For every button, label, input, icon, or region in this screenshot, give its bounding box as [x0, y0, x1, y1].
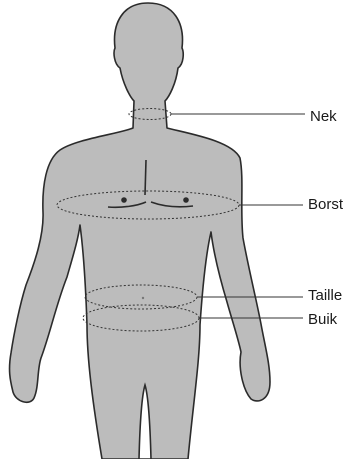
sternum-line [145, 160, 146, 195]
neck-label: Nek [310, 109, 337, 124]
nipple-left [121, 197, 127, 203]
body-silhouette [10, 3, 270, 459]
waist-label: Taille [308, 288, 342, 303]
chest-label: Borst [308, 197, 343, 212]
belly-label: Buik [308, 312, 337, 327]
navel [142, 297, 144, 299]
nipple-right [183, 197, 189, 203]
